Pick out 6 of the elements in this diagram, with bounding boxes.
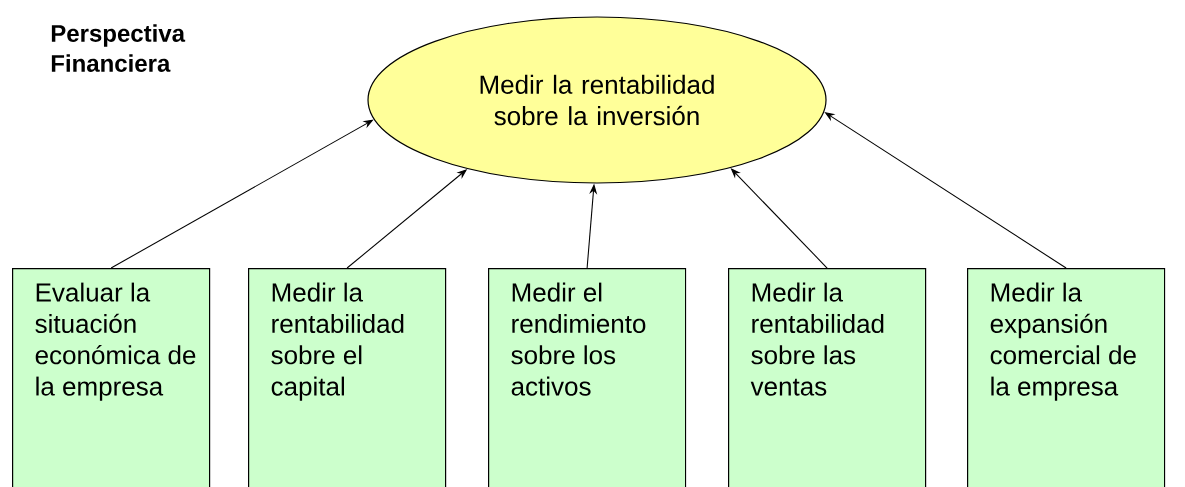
- heading: Perspectiva Financiera: [51, 24, 186, 72]
- objective-box: Evaluar la situación económica de la empresa: [12, 268, 211, 487]
- objective-box: Medir la rentabilidad sobre las ventas: [728, 268, 927, 487]
- objective-box: Medir el rendimiento sobre los activos: [488, 268, 687, 487]
- objective-box: Medir la rentabilidad sobre el capital: [248, 268, 447, 487]
- objective-box: Medir la expansión comercial de la empresa: [967, 268, 1166, 487]
